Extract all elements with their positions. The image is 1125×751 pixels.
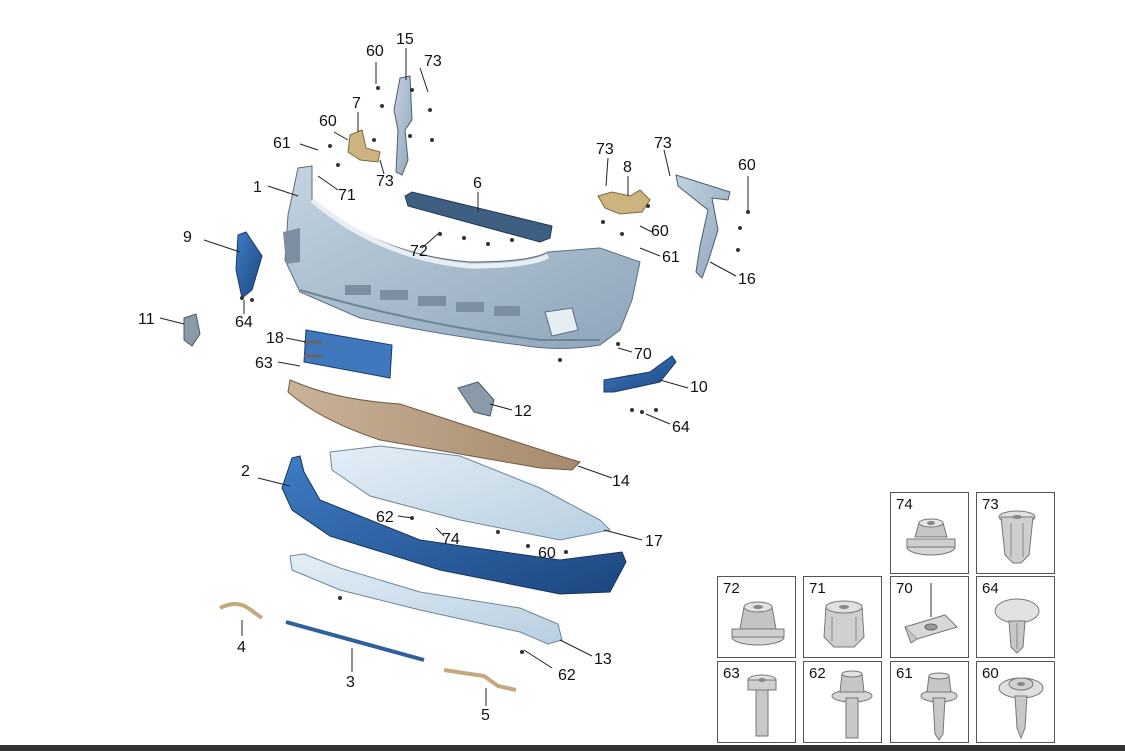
callout-73: 73 <box>424 53 442 70</box>
callout-60: 60 <box>651 223 669 240</box>
legend-cell-63: 63 <box>717 661 796 743</box>
callout-70: 70 <box>634 346 652 363</box>
callout-62: 62 <box>558 667 576 684</box>
legend-number-70: 70 <box>896 580 913 597</box>
callout-72: 72 <box>410 243 428 260</box>
diffuser-part <box>289 553 563 645</box>
right-strip-part <box>443 668 517 692</box>
left-light-bracket-part <box>183 313 201 347</box>
callout-16: 16 <box>738 271 756 288</box>
legend-number-64: 64 <box>982 580 999 597</box>
left-strip-part <box>219 602 264 620</box>
callout-1: 1 <box>253 179 262 196</box>
callout-61: 61 <box>273 135 291 152</box>
callout-73: 73 <box>654 135 672 152</box>
callout-15: 15 <box>396 31 414 48</box>
legend-number-62: 62 <box>809 665 826 682</box>
callout-8: 8 <box>623 159 632 176</box>
callout-7: 7 <box>352 95 361 112</box>
license-plate-holder-part <box>303 329 393 379</box>
callout-61: 61 <box>662 249 680 266</box>
callout-18: 18 <box>266 330 284 347</box>
callout-4: 4 <box>237 639 246 656</box>
legend-number-61: 61 <box>896 665 913 682</box>
underbody-panel-part <box>329 445 612 541</box>
bumper-cover-part <box>283 165 641 349</box>
reinforcement-bar-part <box>404 191 553 243</box>
hex-flange-nut-icon <box>731 601 785 646</box>
push-clip-icon <box>998 510 1036 564</box>
callout-62: 62 <box>376 509 394 526</box>
callout-73: 73 <box>376 173 394 190</box>
legend-cell-61: 61 <box>890 661 969 743</box>
center-strip-part <box>285 620 425 662</box>
legend-number-72: 72 <box>723 580 740 597</box>
callout-9: 9 <box>183 229 192 246</box>
callout-10: 10 <box>690 379 708 396</box>
callout-labels: 1 2 3 4 5 6 7 8 9 10 11 12 13 14 15 16 1… <box>138 31 756 724</box>
legend-number-71: 71 <box>809 580 826 597</box>
left-mount-bracket-part <box>393 75 413 176</box>
right-mount-bracket-part <box>675 174 731 279</box>
gold-bracket-right-part <box>597 189 651 215</box>
leader-lines <box>159 48 749 706</box>
legend-cell-62: 62 <box>803 661 882 743</box>
legend-cell-73: 73 <box>976 492 1055 574</box>
callout-73: 73 <box>596 141 614 158</box>
washer-screw-icon <box>998 677 1044 740</box>
gold-bracket-left-part <box>347 129 381 163</box>
callout-12: 12 <box>514 403 532 420</box>
torx-screw-icon <box>747 674 777 737</box>
callout-60: 60 <box>319 113 337 130</box>
hex-bolt-icon <box>831 670 873 739</box>
legend-cell-74: 74 <box>890 492 969 574</box>
callout-14: 14 <box>612 473 630 490</box>
callout-71: 71 <box>338 187 356 204</box>
clip-nut-icon <box>823 600 865 648</box>
lower-trim-part <box>281 455 627 595</box>
callout-60: 60 <box>366 43 384 60</box>
right-light-bracket-part <box>457 381 495 417</box>
bottom-border <box>0 745 1125 751</box>
callout-13: 13 <box>594 651 612 668</box>
flange-nut-icon <box>906 518 956 556</box>
callout-11: 11 <box>138 311 155 328</box>
callout-2: 2 <box>241 463 250 480</box>
legend-cell-72: 72 <box>717 576 796 658</box>
legend-cell-60: 60 <box>976 661 1055 743</box>
expansion-rivet-icon <box>994 598 1040 654</box>
fastener-dots <box>240 86 750 654</box>
callout-74: 74 <box>442 531 460 548</box>
legend-number-63: 63 <box>723 665 740 682</box>
callout-60: 60 <box>538 545 556 562</box>
hex-screw-icon <box>920 672 958 741</box>
energy-absorber-part <box>287 379 581 471</box>
callout-3: 3 <box>346 674 355 691</box>
legend-number-74: 74 <box>896 496 913 513</box>
spring-nut-icon <box>904 583 958 644</box>
legend-number-73: 73 <box>982 496 999 513</box>
legend-number-60: 60 <box>982 665 999 682</box>
left-corner-trim-part <box>235 231 263 299</box>
legend-cell-71: 71 <box>803 576 882 658</box>
callout-64: 64 <box>235 314 253 331</box>
legend-cell-64: 64 <box>976 576 1055 658</box>
legend-cell-70: 70 <box>890 576 969 658</box>
callout-5: 5 <box>481 707 490 724</box>
right-corner-trim-part <box>603 355 677 393</box>
callout-64: 64 <box>672 419 690 436</box>
callout-6: 6 <box>473 175 482 192</box>
callout-63: 63 <box>255 355 273 372</box>
callout-17: 17 <box>645 533 663 550</box>
callout-60: 60 <box>738 157 756 174</box>
